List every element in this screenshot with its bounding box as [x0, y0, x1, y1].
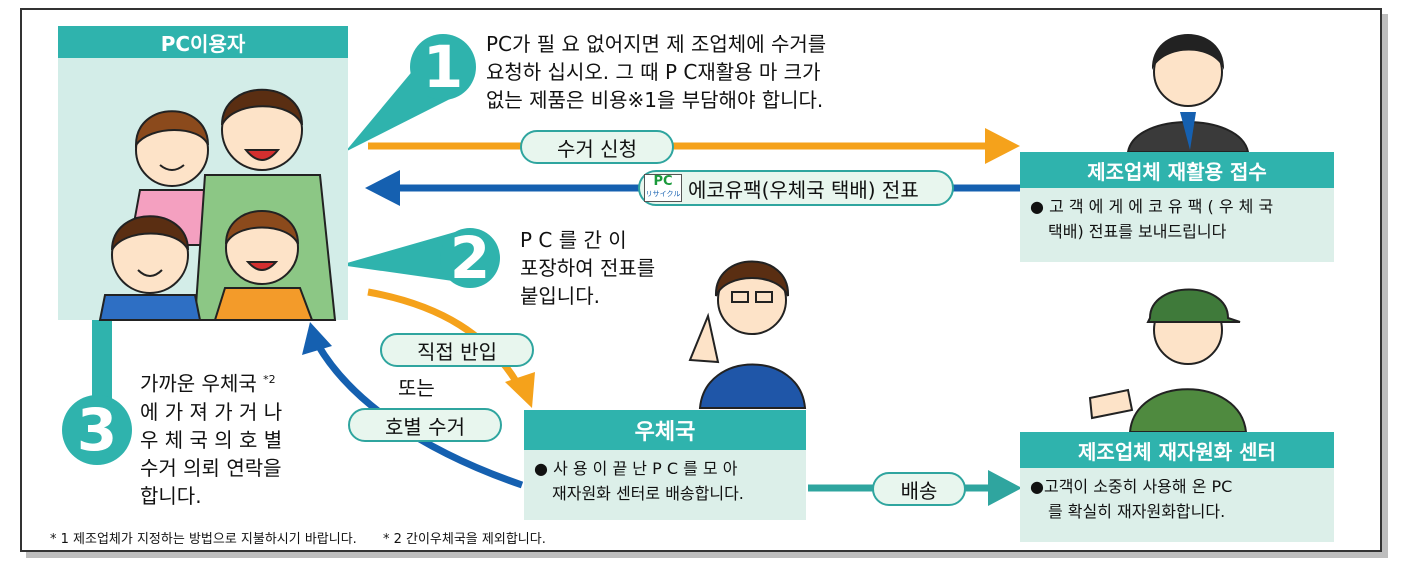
pc-recycle-logo-icon: PC リサイクル — [644, 174, 682, 202]
eco-slip-text: 에코유팩(우체국 택배) 전표 — [688, 177, 919, 202]
step-3-badge: 3 — [62, 395, 132, 465]
step-3-line: 에 가 져 가 거 나 — [140, 399, 283, 424]
post-office-header: 우체국 — [524, 410, 806, 450]
step-2-line: 붙입니다. — [520, 284, 600, 308]
recycling-center-header: 제조업체 재자원화 센터 — [1020, 432, 1334, 468]
step-1-badge: 1 — [410, 33, 476, 101]
pc-logo-sub: リサイクル — [645, 190, 681, 198]
manufacturer-reception-panel: ● 고 객 에 게 에 코 유 팩 ( 우 체 국 택배) 전표를 보내드립니다 — [1020, 188, 1334, 262]
arrowhead-eco-slip — [365, 170, 400, 206]
post-office-staff-illustration — [688, 260, 807, 409]
manufacturer-staff-illustration — [1126, 34, 1250, 153]
delivery-label: 배송 — [872, 472, 966, 506]
recycling-worker-illustration — [1088, 288, 1248, 433]
footnote-2: * 2 간이우체국을 제외합니다. — [382, 532, 546, 547]
recycling-center-line: ●고객이 소중히 사용해 온 PC — [1030, 477, 1233, 496]
footnote-mark-2: *2 — [263, 373, 276, 386]
callout-wedge-3 — [92, 300, 112, 412]
step-1-line: 요청하 십시오. 그 때 P C재활용 마 크가 — [486, 60, 821, 84]
step-2-line: 포장하여 전표를 — [520, 256, 656, 280]
user-box-header: PC이용자 — [58, 26, 348, 58]
step-2-text: P C 를 간 이 포장하여 전표를 붙입니다. — [520, 226, 700, 310]
step-1-line: PC가 필 요 없어지면 제 조업체에 수거를 — [486, 32, 827, 56]
step-1-text: PC가 필 요 없어지면 제 조업체에 수거를 요청하 십시오. 그 때 P C… — [486, 30, 906, 114]
eco-slip-label: PC リサイクル 에코유팩(우체국 택배) 전표 — [638, 170, 954, 206]
arrowhead-collection-request — [985, 128, 1020, 164]
home-pickup-label: 호별 수거 — [348, 408, 502, 442]
family-illustration — [58, 58, 348, 321]
arrowhead-home-pickup — [302, 322, 332, 355]
manufacturer-reception-line: 택배) 전표를 보내드립니다 — [1048, 222, 1227, 241]
post-office-line: ● 사 용 이 끝 난 P C 를 모 아 — [534, 459, 738, 478]
manufacturer-reception-header: 제조업체 재활용 접수 — [1020, 152, 1334, 188]
pc-logo-main: PC — [653, 174, 673, 189]
step-3-line: 수거 의뢰 연락을 — [140, 455, 282, 480]
recycling-center-line: 를 확실히 재자원화합니다. — [1048, 502, 1226, 521]
bullet-icon: ● — [534, 459, 548, 478]
arrowhead-delivery — [988, 470, 1022, 506]
step-2-line: P C 를 간 이 — [520, 228, 627, 252]
bullet-icon: ● — [1030, 197, 1044, 216]
step-2-badge: 2 — [440, 224, 500, 292]
step-1-line: 없는 제품은 비용※1을 부담해야 합니다. — [486, 88, 824, 112]
step-3-line: 합니다. — [140, 483, 202, 508]
step-3-line: 우 체 국 의 호 별 — [140, 427, 283, 452]
footnote-1: * 1 제조업체가 지정하는 방법으로 지불하시기 바랍니다. — [50, 532, 357, 547]
footnotes: * 1 제조업체가 지정하는 방법으로 지불하시기 바랍니다. * 2 간이우체… — [50, 528, 546, 547]
direct-dropoff-label: 직접 반입 — [380, 333, 534, 367]
callout-wedge-2 — [340, 232, 460, 282]
or-label: 또는 — [398, 376, 435, 400]
step-3-line: 가까운 우체국 *2 — [140, 371, 276, 396]
post-office-line: 재자원화 센터로 배송합니다. — [552, 484, 744, 503]
post-office-panel: ● 사 용 이 끝 난 P C 를 모 아 재자원화 센터로 배송합니다. — [524, 450, 806, 520]
manufacturer-reception-line: ● 고 객 에 게 에 코 유 팩 ( 우 체 국 — [1030, 197, 1274, 216]
arrowhead-direct-dropoff — [505, 372, 535, 408]
arrow-direct-dropoff — [367, 288, 524, 390]
step-3-text: 가까운 우체국 *2 에 가 져 가 거 나 우 체 국 의 호 별 수거 의뢰… — [140, 366, 310, 510]
bullet-icon: ● — [1030, 477, 1044, 496]
collection-request-label: 수거 신청 — [520, 130, 674, 164]
recycling-center-panel: ●고객이 소중히 사용해 온 PC 를 확실히 재자원화합니다. — [1020, 468, 1334, 542]
